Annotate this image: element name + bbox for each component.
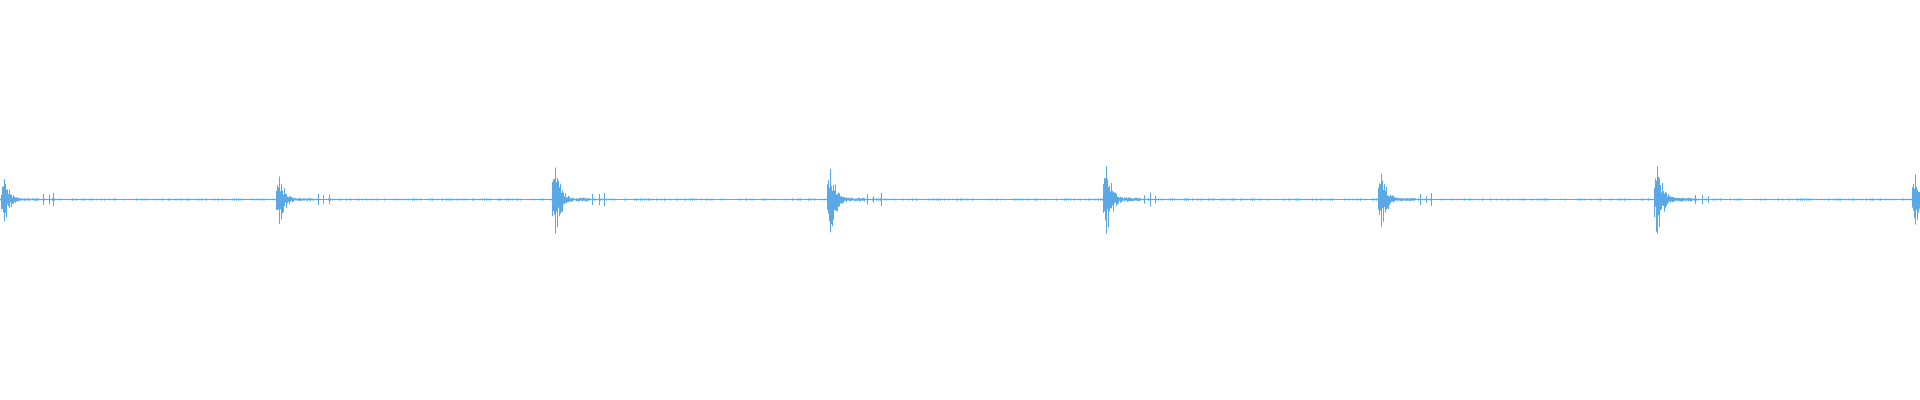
transient-burst [552, 167, 605, 234]
transient-burst [1654, 166, 1709, 234]
transient-burst [1912, 174, 1920, 225]
transient-burst [276, 176, 330, 224]
transient-layer [0, 166, 1920, 234]
transient-burst [1, 179, 54, 222]
transient-burst [1378, 173, 1432, 227]
transient-burst [1103, 166, 1156, 234]
transient-burst [827, 168, 882, 233]
